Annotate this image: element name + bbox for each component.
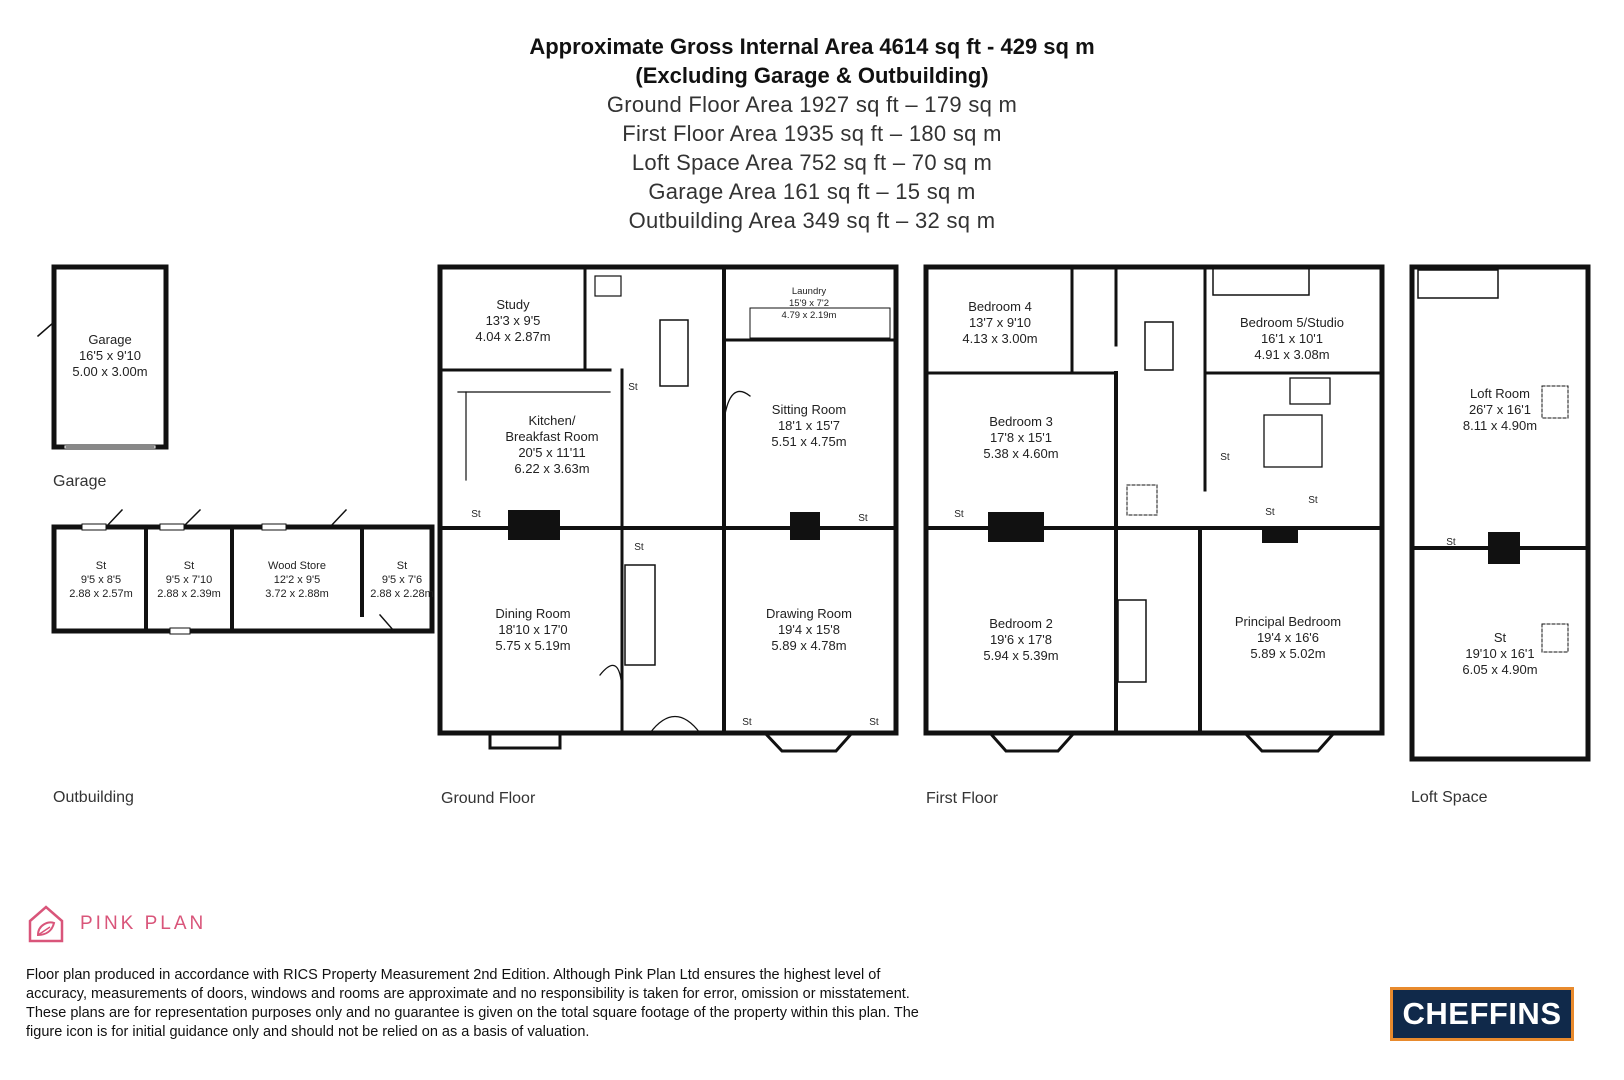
garage-plan [36, 264, 169, 450]
laundry-imperial: 15'9 x 7'2 [789, 298, 829, 309]
st-label: St [1308, 495, 1318, 506]
disclaimer-text: Floor plan produced in accordance with R… [26, 967, 919, 1040]
kitchen-imperial: 20'5 x 11'11 [518, 445, 585, 460]
wood-store-imperial: 12'2 x 9'5 [274, 574, 320, 586]
out-st3-imperial: 9'5 x 7'6 [382, 574, 422, 586]
st-label: St [858, 513, 868, 524]
loft-st-name: St [1494, 630, 1507, 645]
bed3-name: Bedroom 3 [989, 414, 1053, 429]
out-st1-metric: 2.88 x 2.57m [69, 588, 133, 600]
loft-st-metric: 6.05 x 4.90m [1462, 662, 1537, 677]
ground-floor-plan [437, 264, 899, 753]
study-imperial: 13'3 x 9'5 [486, 313, 541, 328]
st-label: St [1220, 452, 1230, 463]
pink-plan-logo: PINK PLAN [26, 903, 206, 945]
ground-floor-area: Ground Floor Area 1927 sq ft – 179 sq m [606, 92, 1018, 117]
bed4-imperial: 13'7 x 9'10 [969, 315, 1031, 330]
dining-imperial: 18'10 x 17'0 [498, 622, 567, 637]
st-label: St [1265, 507, 1275, 518]
drawing-metric: 5.89 x 4.78m [771, 638, 846, 653]
bed4-metric: 4.13 x 3.00m [962, 331, 1037, 346]
bed2-metric: 5.94 x 5.39m [983, 648, 1058, 663]
kitchen-name-2: Breakfast Room [505, 429, 598, 444]
sitting-imperial: 18'1 x 15'7 [778, 418, 840, 433]
dining-name: Dining Room [495, 606, 570, 621]
st-label: St [628, 382, 638, 393]
pink-plan-brand: PINK PLAN [80, 913, 207, 934]
st-label: St [742, 717, 752, 728]
garage-section-label: Garage [53, 473, 107, 490]
loft-room-name: Loft Room [1470, 386, 1530, 401]
principal-name: Principal Bedroom [1235, 614, 1341, 629]
bed2-imperial: 19'6 x 17'8 [990, 632, 1052, 647]
out-st3-metric: 2.88 x 2.28m [370, 588, 434, 600]
st-label: St [471, 509, 481, 520]
outbuilding-area: Outbuilding Area 349 sq ft – 32 sq m [628, 208, 996, 233]
bed5-imperial: 16'1 x 10'1 [1261, 331, 1323, 346]
area-summary: Approximate Gross Internal Area 4614 sq … [0, 32, 1624, 235]
laundry-name: Laundry [792, 286, 827, 297]
loft-space-area: Loft Space Area 752 sq ft – 70 sq m [631, 150, 993, 175]
bed5-name: Bedroom 5/Studio [1240, 315, 1344, 330]
sitting-name: Sitting Room [772, 402, 846, 417]
out-st1-imperial: 9'5 x 8'5 [81, 574, 121, 586]
cheffins-logo: CHEFFINS [1390, 987, 1574, 1041]
principal-imperial: 19'4 x 16'6 [1257, 630, 1319, 645]
st-label: St [954, 509, 964, 520]
first-floor-plan [923, 264, 1385, 753]
study-name: Study [496, 297, 530, 312]
wood-store-metric: 3.72 x 2.88m [265, 588, 329, 600]
sitting-metric: 5.51 x 4.75m [771, 434, 846, 449]
first-floor-section-label: First Floor [926, 790, 998, 807]
st-label: St [869, 717, 879, 728]
excluding-note: (Excluding Garage & Outbuilding) [635, 63, 989, 88]
garage-name: Garage [88, 332, 131, 347]
bed3-metric: 5.38 x 4.60m [983, 446, 1058, 461]
bed5-metric: 4.91 x 3.08m [1254, 347, 1329, 362]
laundry-metric: 4.79 x 2.19m [782, 310, 837, 321]
loft-room-metric: 8.11 x 4.90m [1463, 418, 1537, 433]
out-st2-imperial: 9'5 x 7'10 [166, 574, 212, 586]
loft-space-plan [1409, 264, 1591, 762]
bed3-imperial: 17'8 x 15'1 [990, 430, 1052, 445]
principal-metric: 5.89 x 5.02m [1250, 646, 1325, 661]
gross-area-title: Approximate Gross Internal Area 4614 sq … [529, 34, 1095, 59]
garage-area: Garage Area 161 sq ft – 15 sq m [648, 179, 976, 204]
kitchen-name-1: Kitchen/ [529, 413, 576, 428]
bed2-name: Bedroom 2 [989, 616, 1053, 631]
ground-floor-section-label: Ground Floor [441, 790, 536, 807]
out-st2-metric: 2.88 x 2.39m [157, 588, 221, 600]
bed4-name: Bedroom 4 [968, 299, 1032, 314]
loft-room-imperial: 26'7 x 16'1 [1469, 402, 1531, 417]
drawing-name: Drawing Room [766, 606, 852, 621]
garage-imperial: 16'5 x 9'10 [79, 348, 141, 363]
house-icon [28, 905, 64, 943]
kitchen-metric: 6.22 x 3.63m [514, 461, 589, 476]
dining-metric: 5.75 x 5.19m [495, 638, 570, 653]
loft-st-imperial: 19'10 x 16'1 [1465, 646, 1534, 661]
st-label: St [634, 542, 644, 553]
out-st3-name: St [397, 560, 407, 572]
loft-space-section-label: Loft Space [1411, 789, 1488, 806]
outbuilding-section-label: Outbuilding [53, 789, 134, 806]
drawing-imperial: 19'4 x 15'8 [778, 622, 840, 637]
out-st2-name: St [184, 560, 194, 572]
out-st1-name: St [96, 560, 106, 572]
wood-store-name: Wood Store [268, 560, 326, 572]
st-label: St [1446, 537, 1456, 548]
first-floor-area: First Floor Area 1935 sq ft – 180 sq m [622, 121, 1002, 146]
outbuilding-plan [51, 508, 435, 635]
study-metric: 4.04 x 2.87m [475, 329, 550, 344]
garage-metric: 5.00 x 3.00m [72, 364, 147, 379]
